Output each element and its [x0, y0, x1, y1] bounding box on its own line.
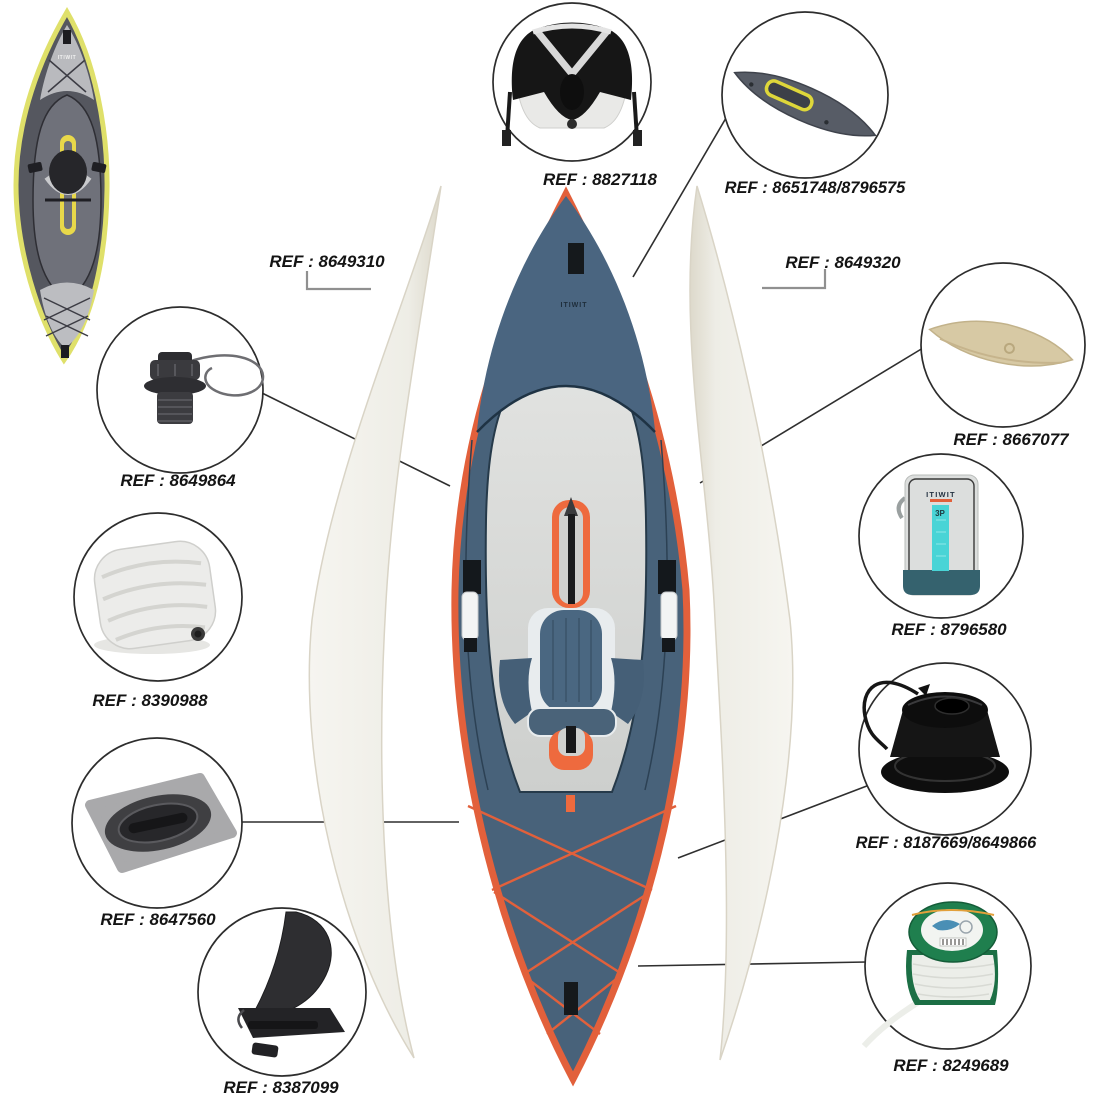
right-side-handle — [658, 560, 678, 652]
ref-label-twist-valve: REF : 8187669/8649866 — [855, 834, 1037, 852]
thumbnail-bow-handle — [63, 30, 71, 44]
stern-handle — [564, 982, 578, 1015]
ref-label-deck-grip: REF : 8651748/8796575 — [724, 179, 906, 197]
ref-label-fin-black: REF : 8387099 — [223, 1078, 339, 1097]
connector-line-cord-spool — [637, 961, 868, 967]
thumbnail-seat — [49, 150, 87, 194]
thumbnail-brand: ITIWIT — [58, 55, 77, 61]
thumbnail-stern-handle — [61, 345, 69, 358]
ref-label-cushion: REF : 8390988 — [92, 691, 208, 710]
twist-valve-part — [862, 680, 1009, 793]
carry-bag-brand: ITIWIT — [926, 490, 956, 499]
footrest-rail — [552, 497, 590, 608]
ref-label-left-tube: REF : 8649310 — [269, 252, 385, 271]
connector-line-deck-grip — [632, 117, 727, 278]
seat-strap-anchor — [549, 726, 593, 770]
cushion-part — [93, 540, 217, 654]
stern-bungee-cords — [467, 804, 677, 1035]
backrest-part — [502, 22, 642, 146]
thumbnail-stern-lacing — [43, 297, 91, 337]
thumbnail-stern-deck — [40, 282, 94, 348]
bracket-left-tube — [305, 271, 371, 291]
patch-handle-part — [85, 773, 237, 873]
thumbnail-kayak: ITIWIT — [13, 7, 110, 365]
thumbnail-right-hook — [91, 162, 107, 173]
main-kayak-bow-deck — [477, 196, 655, 430]
bow-coaming-line — [476, 384, 656, 433]
thumbnail-left-hook — [27, 162, 43, 173]
bow-handle — [568, 243, 584, 274]
fin-beige-part — [928, 320, 1074, 367]
cord-spool-part — [861, 901, 999, 1049]
carry-bag-part: ITIWIT 3P — [896, 474, 980, 596]
ref-label-fin-beige: REF : 8667077 — [953, 430, 1069, 449]
ref-label-cap-valve: REF : 8649864 — [120, 471, 236, 490]
left-side-tube — [308, 185, 442, 1059]
ref-label-backrest: REF : 8827118 — [542, 170, 658, 189]
seat-left-wing — [499, 658, 532, 724]
right-side-tube — [689, 185, 794, 1061]
thumbnail-bow-lacing — [47, 59, 87, 93]
main-kayak-brand: ITIWIT — [561, 302, 588, 309]
carry-bag-capacity: 3P — [935, 509, 945, 518]
main-kayak: ITIWIT — [451, 186, 691, 1087]
thumbnail-bow-deck — [40, 25, 94, 100]
ref-label-carry-bag: REF : 8796580 — [891, 620, 1007, 639]
cap-valve-part — [144, 352, 265, 424]
ref-label-cord-spool: REF : 8249689 — [893, 1056, 1009, 1075]
kayak-seat — [499, 608, 644, 737]
fin-black-part — [237, 911, 345, 1058]
ref-label-patch: REF : 8647560 — [100, 910, 216, 929]
ref-label-right-tube: REF : 8649320 — [785, 253, 901, 272]
bracket-right-tube — [762, 269, 827, 290]
deck-grip-part — [733, 71, 877, 137]
seat-right-wing — [611, 658, 644, 724]
left-side-handle — [461, 560, 481, 652]
ref-brackets — [305, 269, 827, 291]
stern-bungee-tab — [566, 795, 575, 812]
